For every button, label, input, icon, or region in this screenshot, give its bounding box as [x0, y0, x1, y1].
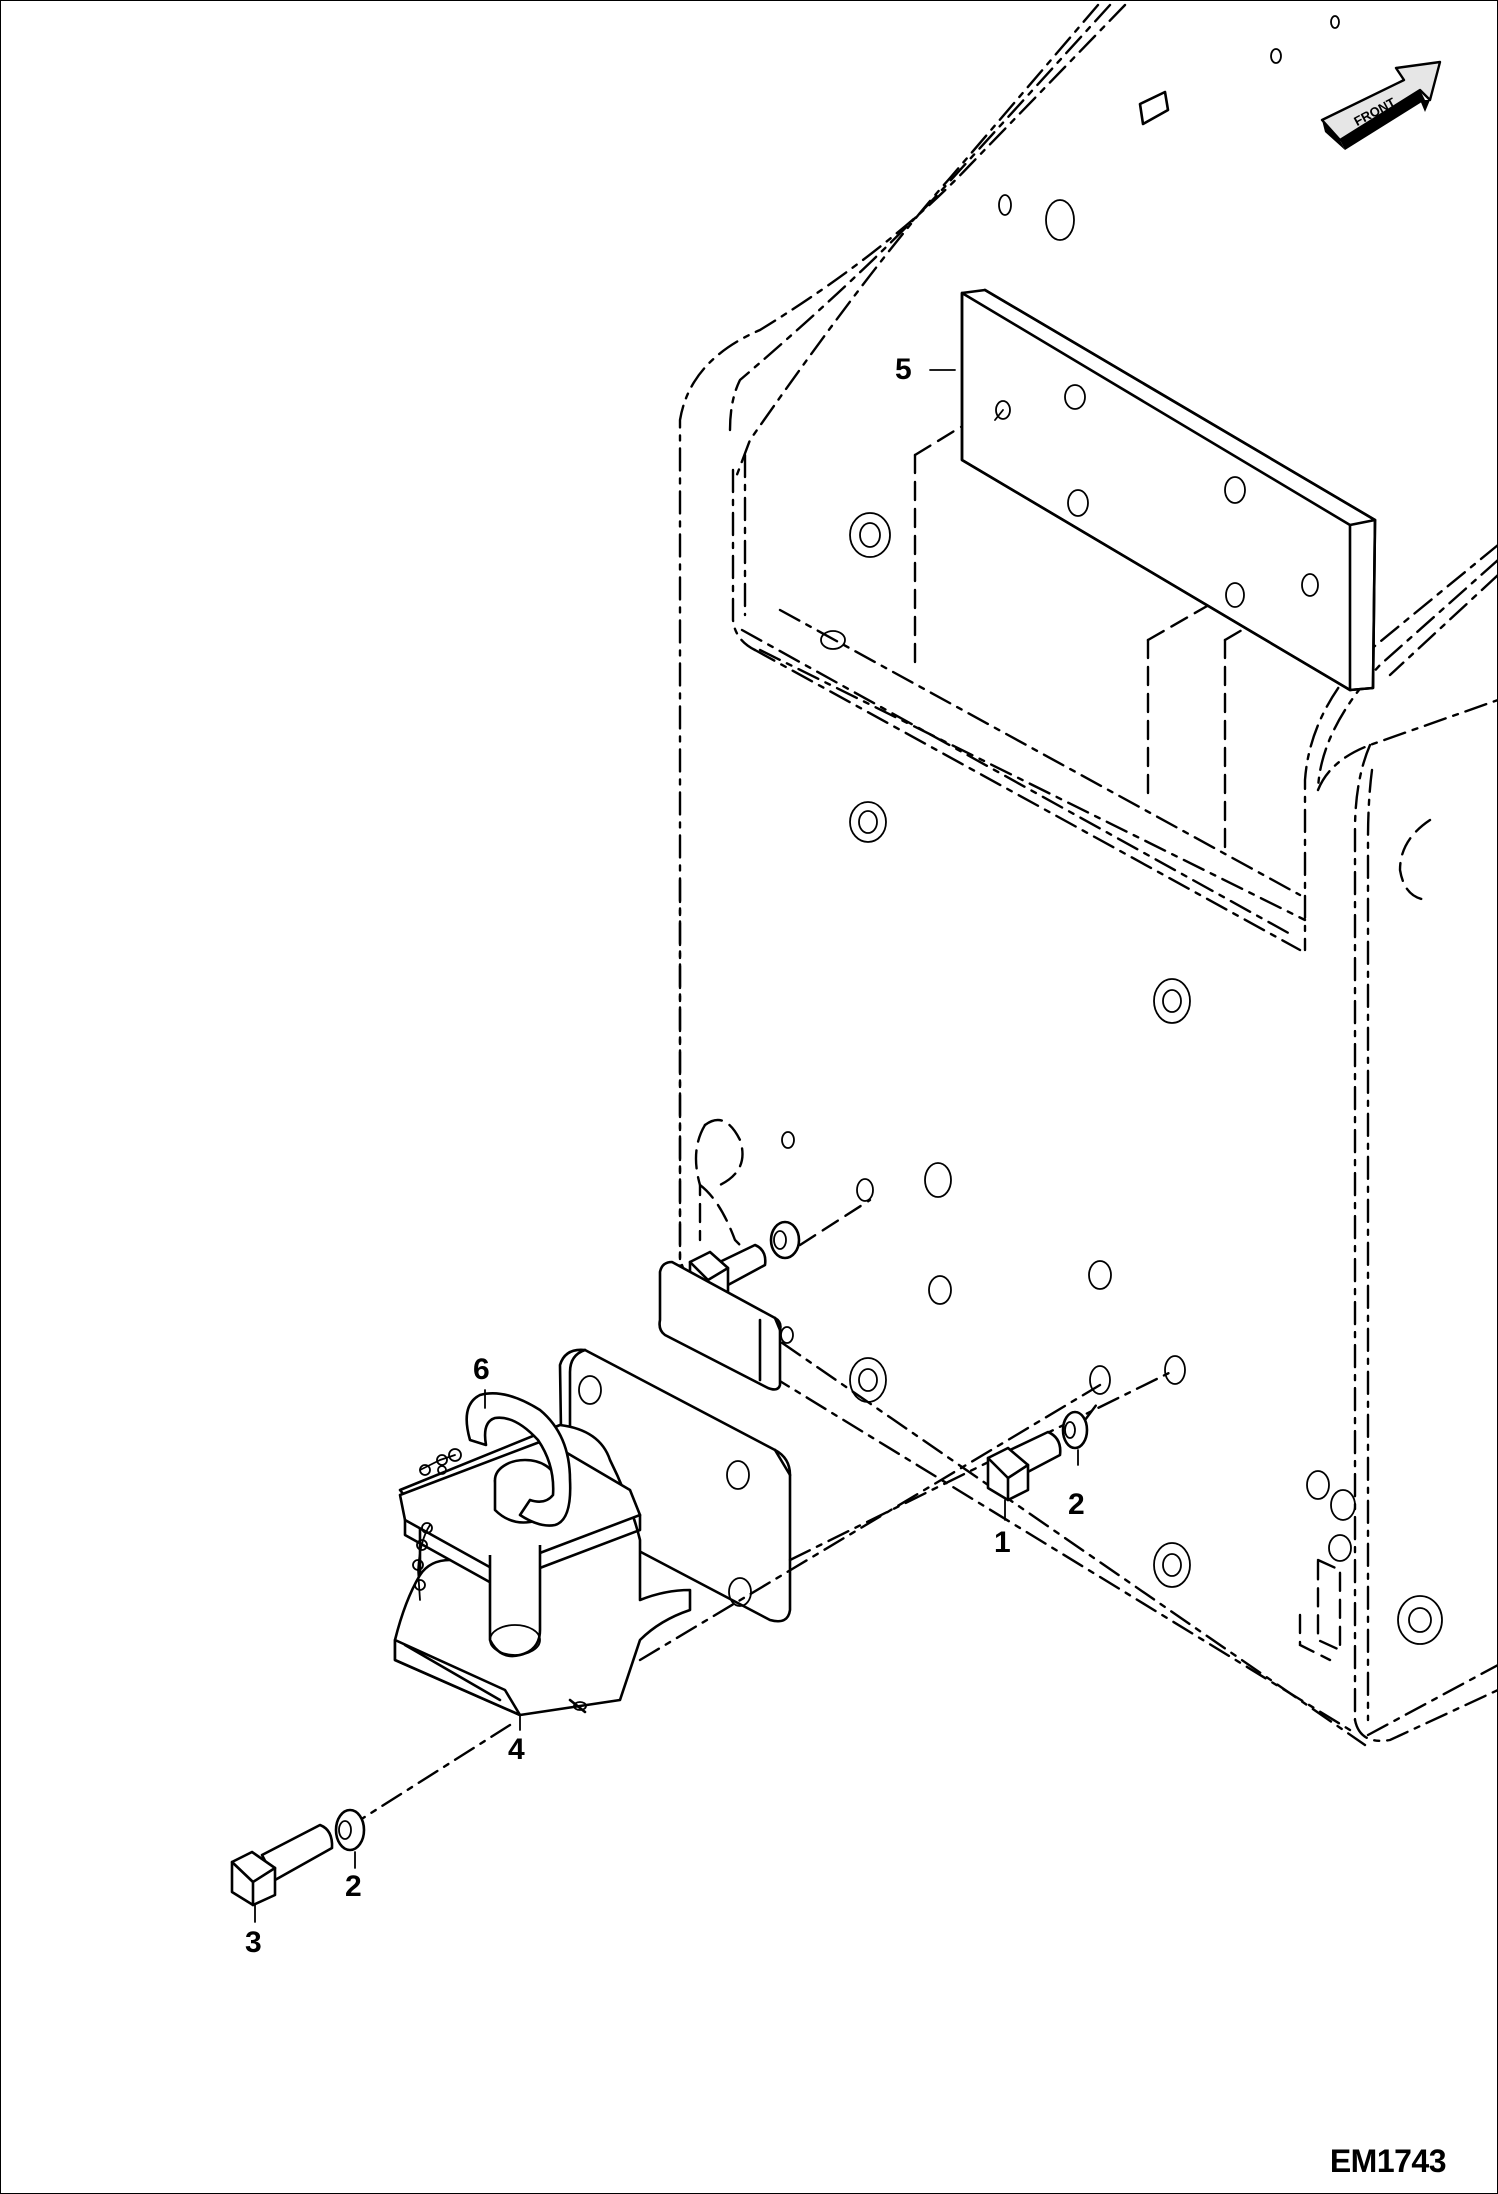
wear-plate [960, 288, 1377, 692]
machine-frame-outline [678, 3, 1498, 1747]
callout-5: 5 [895, 353, 912, 386]
frame-holes [780, 15, 1443, 1645]
front-direction-arrow-icon: FRONT [1320, 60, 1442, 150]
callout-2-left: 2 [345, 1870, 362, 1903]
right-bolt-assembly [986, 1398, 1102, 1521]
pin-retainer-plate [658, 1260, 782, 1391]
figure-code: EM1743 [1329, 2143, 1447, 2179]
callout-4: 4 [508, 1733, 525, 1766]
left-bolt-assembly [230, 1723, 512, 1923]
callout-2-right: 2 [1068, 1488, 1085, 1521]
callout-1: 1 [994, 1526, 1011, 1559]
frame-slot [1138, 90, 1170, 126]
callout-3: 3 [245, 1926, 262, 1959]
tow-hitch-assembly [393, 1348, 1177, 1731]
callout-6: 6 [473, 1353, 490, 1386]
